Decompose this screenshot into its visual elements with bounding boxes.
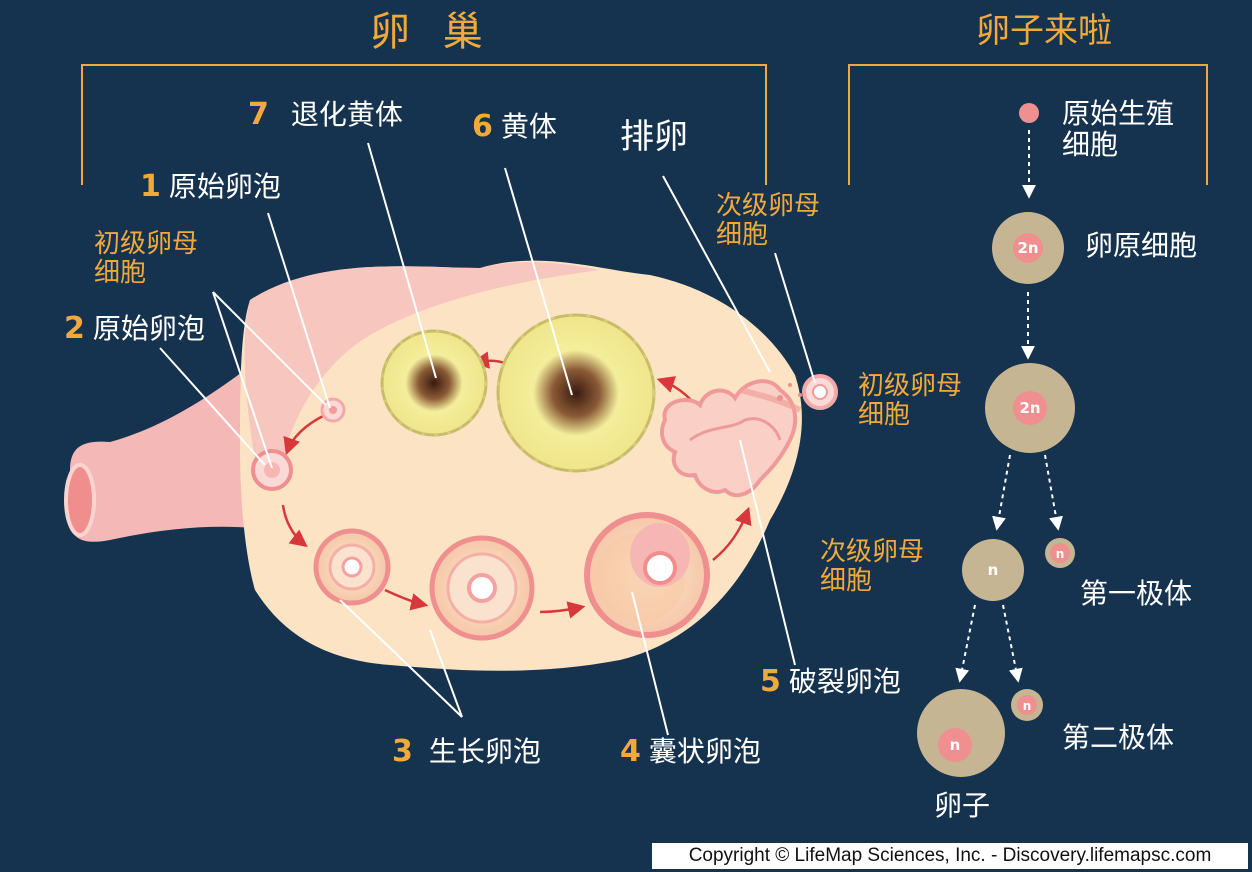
cycle-arrow-d: [539, 601, 586, 619]
meiosis1-arrow-a: [992, 454, 1011, 531]
ovary-bracket: [81, 64, 767, 185]
ligament-opening: [64, 463, 96, 537]
first-polar-body-ploidy: n: [1056, 547, 1065, 561]
meiosis1-arrow-b: [1044, 454, 1063, 531]
growing-follicle-2: [429, 535, 535, 641]
oogonium-cell: 2n: [992, 212, 1064, 284]
first-polar-body-cell: n: [1045, 538, 1075, 568]
primary-oocyte-cell: 2n: [985, 363, 1075, 453]
secondary-oocyte-ploidy: n: [988, 561, 999, 579]
leader-lines: [159, 142, 816, 736]
cycle-arrow-b: [281, 504, 308, 548]
primordial-germ-cell: [1019, 103, 1039, 123]
secondary-oocyte-cell: n: [962, 539, 1024, 601]
copyright-notice: Copyright © LifeMap Sciences, Inc. - Dis…: [652, 843, 1248, 869]
cycle-arrow-a: [283, 413, 326, 456]
ovary-title: 卵 巢: [370, 9, 493, 55]
oogonium-ploidy: 2n: [1017, 239, 1038, 257]
label-num-4: 4: [620, 734, 641, 769]
label-text-3: 生长卵泡: [428, 735, 541, 768]
growing-follicle-1: [313, 528, 391, 606]
label-num-3: 3: [392, 734, 413, 769]
label-ovum: 卵子: [934, 789, 991, 822]
meiosis2-arrow-a: [955, 604, 976, 683]
label-first-polar-body: 第一极体: [1080, 577, 1193, 610]
label-text-7: 退化黄体: [290, 98, 403, 131]
label-num-7: 7: [248, 97, 269, 132]
corpus-luteum: [496, 313, 656, 473]
label-degenerating-corpus-luteum: 7 退化黄体: [248, 98, 403, 132]
meiosis2-arrow-b: [1002, 604, 1023, 683]
ovum-cell: n: [917, 689, 1005, 777]
label-secondary-oocyte: 次级卵母 细胞: [820, 537, 925, 597]
label-text-5: 破裂卵泡: [788, 665, 901, 698]
primordial-follicle-2: [251, 449, 293, 491]
label-text-1: 原始卵泡: [168, 170, 281, 203]
ovary-rim: [244, 262, 601, 470]
label-text-4: 囊状卵泡: [648, 735, 761, 768]
cycle-arrow-c: [384, 588, 429, 611]
label-ovulation: 排卵: [620, 117, 688, 157]
label-primary-oocyte-right: 初级卵母 细胞: [858, 371, 963, 431]
label-growing-follicle: 3 生长卵泡: [392, 735, 541, 769]
label-second-polar-body: 第二极体: [1062, 721, 1175, 754]
label-oogonium: 卵原细胞: [1085, 229, 1198, 262]
label-text-6: 黄体: [500, 110, 557, 143]
primordial-follicle-1: [320, 397, 346, 423]
degenerating-corpus-luteum: [380, 329, 488, 437]
primary-oocyte-ploidy: 2n: [1019, 399, 1040, 417]
oogenesis-bracket: [848, 64, 1208, 185]
cycle-arrow-e: [712, 506, 752, 561]
released-oocyte: [802, 374, 838, 410]
second-polar-body-ploidy: n: [1023, 699, 1032, 713]
label-num-2: 2: [64, 311, 85, 346]
label-num-6: 6: [472, 109, 493, 144]
vesicular-follicle: [584, 512, 710, 638]
second-polar-body-cell: n: [1011, 689, 1043, 721]
ruptured-follicle: [660, 379, 802, 498]
label-text-2: 原始卵泡: [92, 312, 205, 345]
ovum-ploidy: n: [950, 736, 961, 754]
label-primordial-germ-cell: 原始生殖 细胞: [1062, 97, 1175, 162]
label-num-5: 5: [760, 664, 781, 699]
label-num-1: 1: [140, 169, 161, 204]
label-secondary-oocyte-released: 次级卵母 细胞: [716, 191, 821, 251]
label-primary-oocyte-left: 初级卵母 细胞: [94, 229, 199, 289]
egg-coming-title: 卵子来啦: [976, 11, 1112, 51]
